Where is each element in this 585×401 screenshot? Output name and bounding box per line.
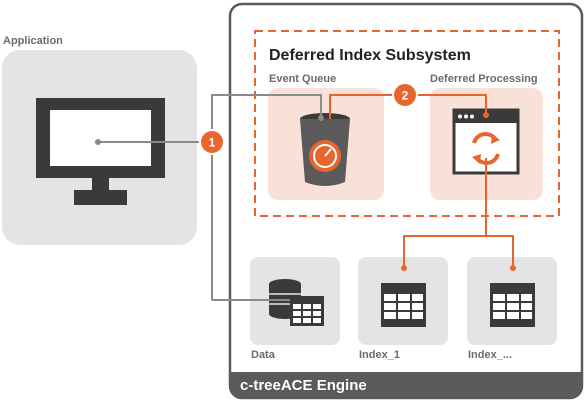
event-queue-bucket-icon xyxy=(300,113,350,186)
svg-text:2: 2 xyxy=(402,89,409,103)
event-queue-label: Event Queue xyxy=(269,73,336,85)
processing-port-dot xyxy=(483,112,489,118)
data-label: Data xyxy=(251,349,276,361)
index-n-label: Index_... xyxy=(468,349,512,361)
engine-label: c-treeACE Engine xyxy=(240,377,367,394)
application-label: Application xyxy=(3,35,63,47)
subsystem-title: Deferred Index Subsystem xyxy=(269,47,471,64)
refresh-icon xyxy=(472,132,500,165)
subsystem-boundary xyxy=(254,30,560,217)
index-1-port-dot xyxy=(401,265,407,271)
deferred-processing-label: Deferred Processing xyxy=(430,73,538,85)
engine-footer-bar xyxy=(231,372,581,397)
application-connector xyxy=(98,94,322,301)
index-1-table-icon xyxy=(381,283,426,327)
index-n-table-icon xyxy=(490,283,535,327)
index-n-port-dot xyxy=(510,265,516,271)
svg-text:1: 1 xyxy=(209,136,216,150)
step-2-badge: 2 xyxy=(392,82,418,108)
index-1-label: Index_1 xyxy=(359,349,400,361)
application-port-dot xyxy=(95,139,101,145)
data-table-icon xyxy=(290,296,324,326)
step-1-badge: 1 xyxy=(199,129,225,155)
monitor-icon xyxy=(36,98,165,205)
queue-port-dot xyxy=(318,115,324,121)
